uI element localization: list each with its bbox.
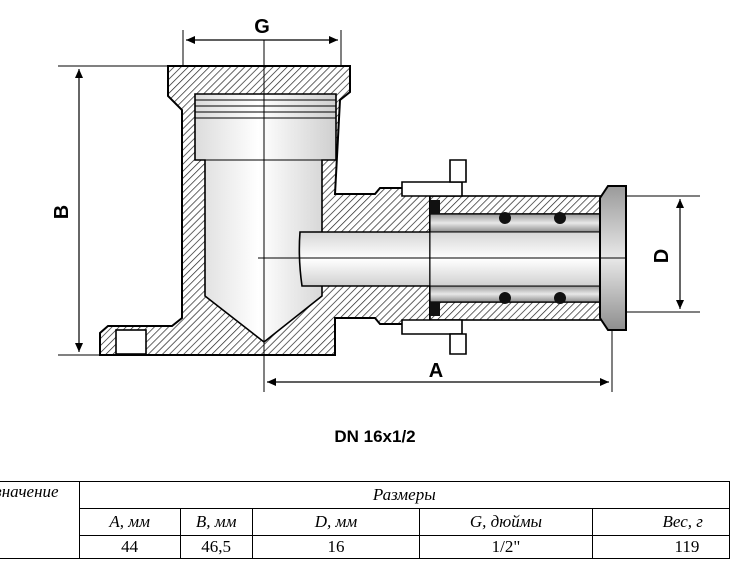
- caption: DN 16x1/2: [334, 427, 416, 446]
- table-cell: 16: [251, 535, 421, 559]
- dimension-b: B: [51, 65, 170, 356]
- dimension-d: D: [626, 195, 700, 313]
- sizes-header: Размеры: [78, 481, 731, 509]
- table-cell: 1/2": [419, 535, 593, 559]
- column-header: G, дюймы: [419, 508, 593, 536]
- dim-label-g: G: [254, 16, 270, 38]
- column-header: B, мм: [179, 508, 253, 536]
- center-lines: [258, 40, 626, 392]
- column-header: Вес, г: [591, 508, 731, 536]
- spec-table: значение Размеры A, мм B, мм D, мм G, дю…: [0, 481, 731, 559]
- dim-label-b: B: [51, 205, 73, 219]
- fitting-body: [99, 65, 431, 356]
- dimension-a: A: [267, 330, 613, 392]
- table-cell: 44: [78, 535, 181, 559]
- column-header: D, мм: [251, 508, 421, 536]
- fitting-drawing: G B D A: [51, 16, 700, 392]
- table-cell: 119: [591, 535, 731, 559]
- designation-header: значение: [0, 481, 80, 559]
- dimension-g: G: [182, 16, 342, 66]
- dim-label-d: D: [651, 249, 673, 263]
- dim-label-a: A: [429, 360, 443, 382]
- column-header: A, мм: [78, 508, 181, 536]
- table-cell: 46,5: [179, 535, 253, 559]
- press-sleeve: [401, 159, 627, 355]
